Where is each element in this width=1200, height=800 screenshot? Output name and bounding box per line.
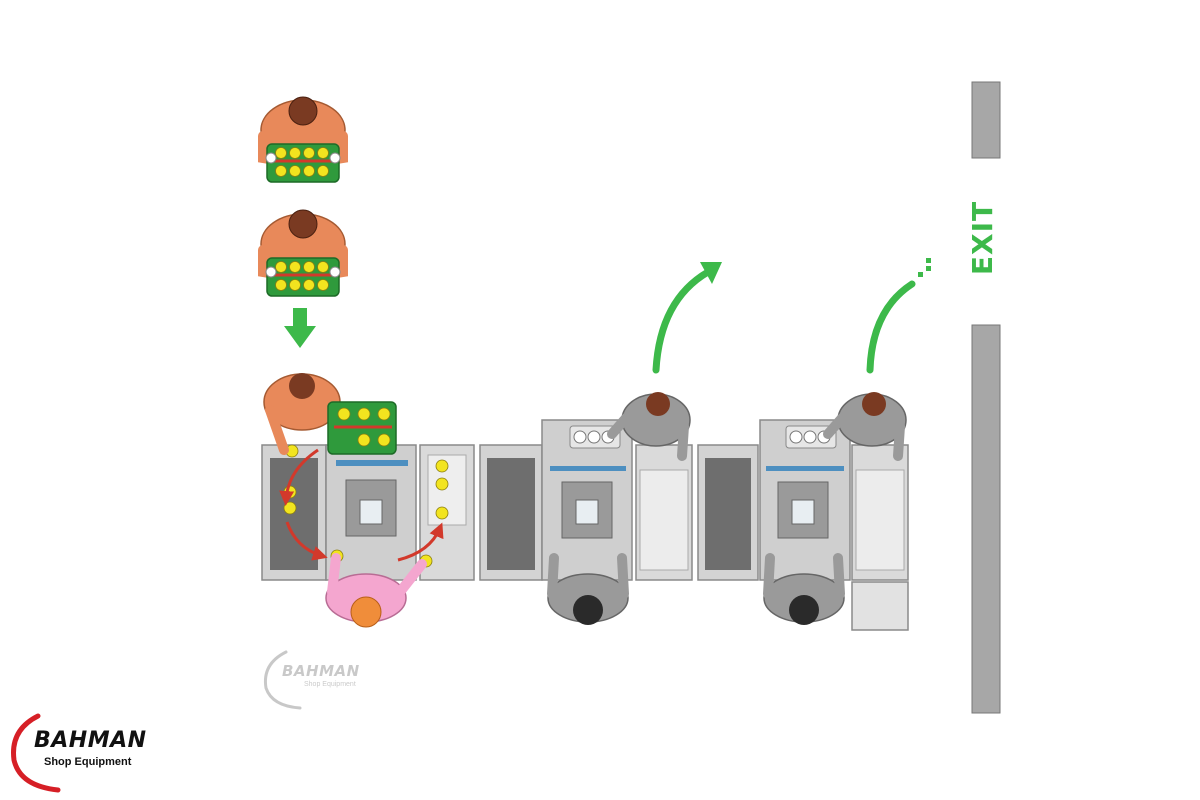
logo-brand: BAHMAN: [34, 728, 147, 753]
exit-arrow-icon: [652, 262, 722, 374]
queued-customer-1: [258, 96, 348, 183]
watermark-brand: BAHMAN: [282, 662, 360, 680]
watermark: BAHMAN Shop Equipment: [264, 648, 374, 704]
exit-arrow-icon: [866, 258, 931, 374]
logo-tagline: Shop Equipment: [44, 756, 132, 768]
logo-swoosh: [11, 713, 61, 793]
shopping-basket-icon: [327, 401, 397, 455]
bagger-icon: [325, 553, 427, 628]
transfer-arrow-3: [397, 522, 444, 562]
exit-sign: EXIT: [942, 201, 1022, 275]
transfer-arrow-1: [279, 448, 319, 506]
exiting-customer-2: [823, 392, 907, 461]
checkout-counter-3: [759, 419, 909, 631]
wall-lower: [971, 324, 1001, 714]
checkout-counter-2: [479, 419, 759, 581]
exiting-customer-1: [607, 392, 691, 461]
brand-logo: BAHMAN Shop Equipment: [14, 712, 164, 792]
down-arrow-icon: [284, 308, 316, 348]
watermark-swoosh: [263, 650, 302, 710]
cashier-icon: [763, 553, 845, 625]
queued-customer-2: [258, 209, 348, 297]
exit-label: EXIT: [965, 200, 999, 276]
cashier-icon: [547, 553, 629, 625]
wall-upper: [971, 81, 1001, 159]
watermark-tagline: Shop Equipment: [304, 681, 356, 688]
transfer-arrow-2: [285, 521, 328, 561]
